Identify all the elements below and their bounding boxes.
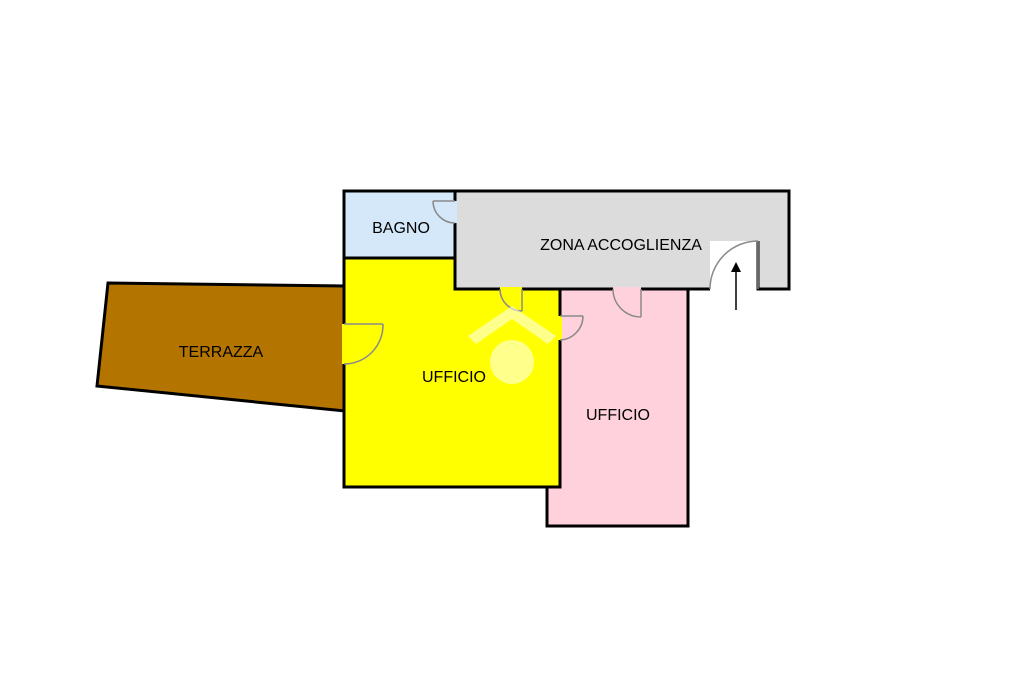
entrance-arrow-icon xyxy=(731,262,741,310)
label-ufficio-pink: UFFICIO xyxy=(586,407,650,424)
room-zona-accoglienza xyxy=(455,191,789,289)
room-bagno xyxy=(342,189,457,260)
door-ufficio-pink-top xyxy=(612,288,642,318)
label-zona-accoglienza: ZONA ACCOGLIENZA xyxy=(540,237,702,254)
door-ufficio-side xyxy=(559,315,584,341)
label-terrazza: TERRAZZA xyxy=(179,344,264,361)
label-bagno: BAGNO xyxy=(372,220,430,237)
door-entrance xyxy=(709,240,759,290)
label-ufficio-yellow: UFFICIO xyxy=(422,369,486,386)
door-terrazza xyxy=(343,323,384,365)
house-watermark-icon xyxy=(468,306,556,384)
door-bagno xyxy=(432,200,456,224)
